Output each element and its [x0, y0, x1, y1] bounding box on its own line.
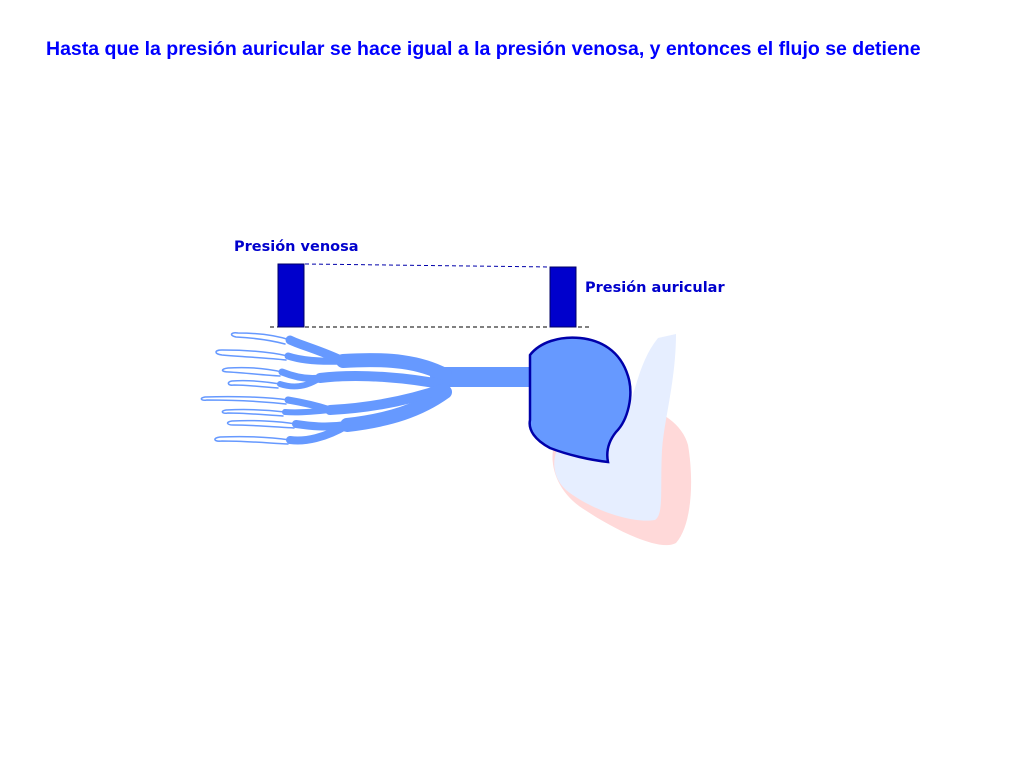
vein-tributary — [282, 407, 333, 416]
vein-tributary — [286, 421, 351, 445]
vein-upper-branch — [336, 353, 452, 382]
venule — [200, 395, 289, 405]
venous-pressure-label: Presión venosa — [234, 239, 359, 255]
venule — [230, 332, 291, 345]
venule — [214, 435, 291, 445]
venous-pressure-bar — [277, 263, 305, 328]
vein-lower-branch-2 — [325, 383, 450, 415]
veins — [277, 335, 550, 445]
pressure-level-line — [304, 263, 553, 268]
vein-tributary — [277, 375, 323, 390]
venule — [226, 419, 297, 429]
vein-tributary — [284, 352, 347, 365]
venule — [221, 366, 283, 377]
vein-tributary — [278, 368, 324, 382]
venule — [227, 379, 281, 389]
venule — [215, 349, 289, 361]
vein-lower-branch — [340, 385, 452, 432]
atrial-pressure-bar — [549, 266, 577, 328]
atrium — [528, 336, 632, 464]
venules — [200, 332, 297, 445]
venule — [221, 408, 286, 417]
slide-title: Hasta que la presión auricular se hace i… — [46, 38, 921, 60]
atrial-pressure-label: Presión auricular — [585, 280, 725, 296]
vein-upper-branch-2 — [315, 371, 450, 390]
